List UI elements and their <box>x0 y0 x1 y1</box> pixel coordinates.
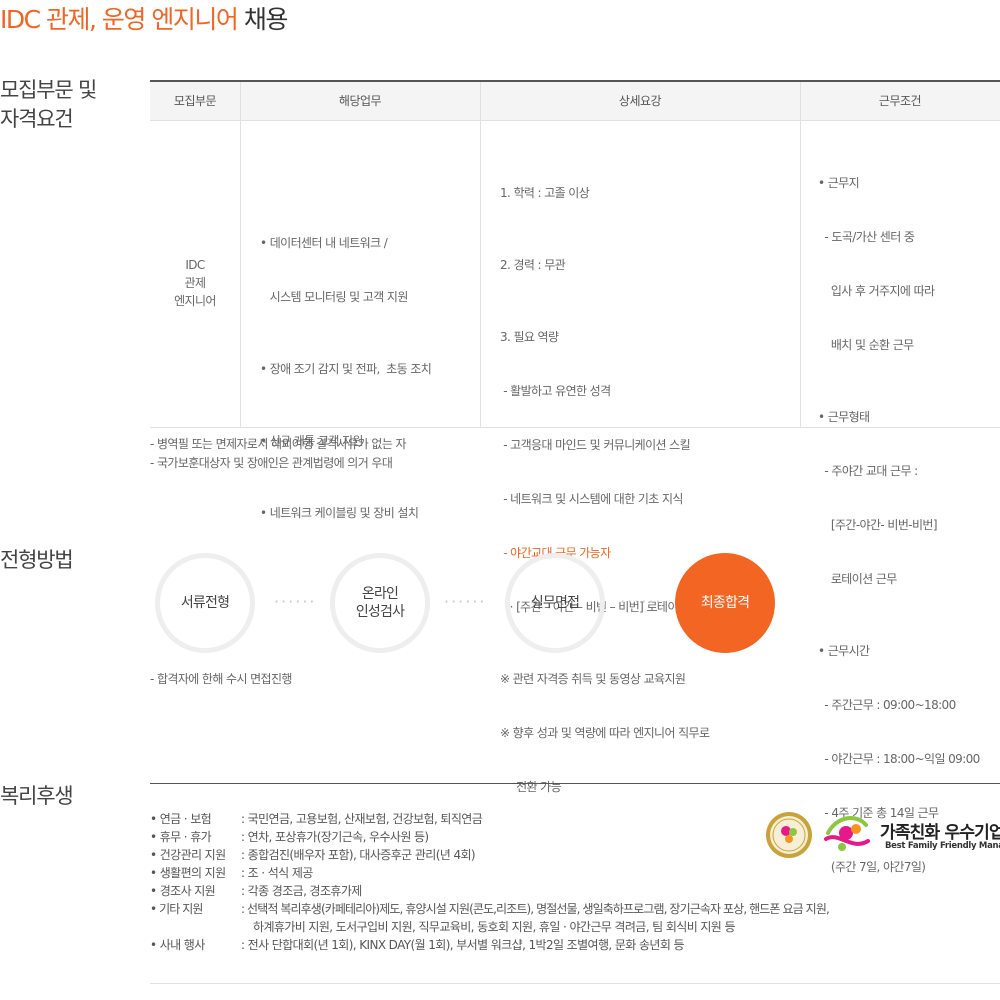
recruit-table: 모집부문 해당업무 상세요강 근무조건 IDC 관제 엔지니어 • 데이터센터 … <box>150 80 1000 874</box>
family-friendly-logo-icon <box>824 816 870 851</box>
table-col-divider <box>240 82 481 427</box>
requirements-note: - 병역필 또는 면제자로서 해외여행 결격사유가 없는 자 <box>150 437 407 451</box>
process-step-interview: 실무면접 <box>505 553 605 653</box>
process-connector: ······ <box>620 592 663 611</box>
page-title: IDC 관제, 운영 엔지니어 채용 <box>0 0 289 36</box>
process-step-documents: 서류전형 <box>155 553 255 653</box>
table-header-duties: 해당업무 <box>338 94 382 108</box>
detail-education: 1. 학력 : 고졸 이상 <box>500 186 590 200</box>
condition-line: - 4주 기준 총 14일 근무 <box>818 806 939 820</box>
division-line: 관제 <box>184 276 206 290</box>
table-col-divider <box>150 82 241 427</box>
welfare-item: • 사내 행사 : 전사 단합대회(년 1회), KINX DAY(월 1회), … <box>150 936 685 954</box>
detail-career: 2. 경력 : 무관 <box>500 258 566 272</box>
page-title-rest: 채용 <box>237 5 289 34</box>
welfare-label: • 경조사 지원 <box>150 884 216 898</box>
process-connector: ······ <box>274 592 317 611</box>
condition-line: - 주간근무 : 09:00~18:00 <box>818 698 956 712</box>
welfare-text: : 국민연금, 고용보험, 산재보험, 건강보험, 퇴직연금 <box>241 812 483 826</box>
badge-subtitle: Best Family Friendly Management <box>885 841 1000 851</box>
welfare-text: : 연차, 포상휴가(장기근속, 우수사원 등) <box>241 830 429 844</box>
details-cell: 1. 학력 : 고졸 이상 2. 경력 : 무관 3. 필요 역량 - 활발하고… <box>500 148 713 832</box>
welfare-label: • 건강관리 지원 <box>150 848 226 862</box>
condition-line: - 도곡/가산 센터 중 <box>818 230 915 244</box>
detail-skill: - 활발하고 유연한 성격 <box>500 384 611 398</box>
requirements-note: - 국가보훈대상자 및 장애인은 관계법령에 의거 우대 <box>150 456 393 470</box>
table-header-conditions: 근무조건 <box>878 94 922 108</box>
welfare-item: • 기타 지원 : 선택적 복리후생(카페테리아)제도, 휴양시설 지원(콘도,리… <box>150 900 830 918</box>
welfare-label: • 생활편의 지원 <box>150 866 226 880</box>
process-note: - 합격자에 한해 수시 면접진행 <box>150 672 292 686</box>
section-title-recruit: 모집부문 및 자격요건 <box>0 78 97 131</box>
condition-line: (주간 7일, 야간7일) <box>818 860 926 874</box>
welfare-text-continued: 하계휴가비 지원, 도서구입비 지원, 직무교육비, 동호회 지원, 휴일 · … <box>253 920 736 934</box>
detail-skill: - 고객응대 마인드 및 커뮤니케이션 스킬 <box>500 438 691 452</box>
condition-line: 입사 후 거주지에 따라 <box>818 284 935 298</box>
certification-seal-icon <box>766 812 812 858</box>
welfare-text: : 종합검진(배우자 포함), 대사증후군 관리(년 4회) <box>241 848 476 862</box>
welfare-top-divider <box>150 783 1000 784</box>
welfare-text: : 선택적 복리후생(카페테리아)제도, 휴양시설 지원(콘도,리조트), 명절… <box>241 902 830 916</box>
welfare-item: • 생활편의 지원 : 조 · 석식 제공 <box>150 864 313 882</box>
process-connector: ······ <box>444 592 487 611</box>
duty-line: • 신규 개통 고객 지원 <box>260 434 363 448</box>
table-header-details: 상세요강 <box>618 94 662 108</box>
condition-line: 로테이션 근무 <box>818 572 897 586</box>
detail-skill: - 네트워크 및 시스템에 대한 기초 지식 <box>500 492 683 506</box>
welfare-label: • 연금 · 보험 <box>150 812 212 826</box>
conditions-cell: • 근무지 - 도곡/가산 센터 중 입사 후 거주지에 따라 배치 및 순환 … <box>818 138 980 912</box>
detail-note: ※ 관련 자격증 취득 및 동영상 교육지원 <box>500 672 686 686</box>
welfare-item: • 연금 · 보험 : 국민연금, 고용보험, 산재보험, 건강보험, 퇴직연금 <box>150 810 483 828</box>
welfare-label: • 사내 행사 <box>150 938 205 952</box>
table-col-divider <box>480 82 801 427</box>
welfare-label: • 휴무 · 휴가 <box>150 830 212 844</box>
welfare-label: • 기타 지원 <box>150 902 203 916</box>
detail-skills-title: 3. 필요 역량 <box>500 330 559 344</box>
condition-line: • 근무형태 <box>818 410 870 424</box>
detail-note: ※ 향후 성과 및 역량에 따라 엔지니어 직무로 <box>500 726 710 740</box>
duty-line: • 데이터센터 내 네트워크 / <box>260 236 388 250</box>
duty-line: 시스템 모니터링 및 고객 지원 <box>260 290 409 304</box>
detail-note: 전환 가능 <box>500 780 562 794</box>
process-step-aptitude: 온라인 인성검사 <box>330 553 430 653</box>
duty-line: • 장애 조기 감지 및 전파, 초동 조치 <box>260 362 432 376</box>
welfare-item: • 휴무 · 휴가 : 연차, 포상휴가(장기근속, 우수사원 등) <box>150 828 429 846</box>
welfare-item: • 건강관리 지원 : 종합검진(배우자 포함), 대사증후군 관리(년 4회) <box>150 846 476 864</box>
division-line: IDC <box>185 258 205 272</box>
welfare-bottom-divider <box>150 983 1000 984</box>
duties-cell: • 데이터센터 내 네트워크 / 시스템 모니터링 및 고객 지원 • 장애 조… <box>260 198 432 558</box>
family-friendly-logo <box>822 811 874 859</box>
badge-title: 가족친화 우수기업 <box>880 823 1000 843</box>
division-line: 엔지니어 <box>174 294 216 308</box>
division-cell: IDC 관제 엔지니어 <box>150 256 240 310</box>
condition-line: 배치 및 순환 근무 <box>818 338 914 352</box>
condition-line: [주간-야간- 비번-비번] <box>818 518 938 532</box>
section-title-welfare: 복리후생 <box>0 784 74 808</box>
process-step-final: 최종합격 <box>675 553 775 653</box>
condition-line: • 근무지 <box>818 176 860 190</box>
condition-line: • 근무시간 <box>818 644 870 658</box>
welfare-text: : 전사 단합대회(년 1회), KINX DAY(월 1회), 부서별 워크샵… <box>241 938 685 952</box>
condition-line: - 야간근무 : 18:00~익일 09:00 <box>818 752 980 766</box>
certification-seal <box>764 810 814 860</box>
condition-line: - 주야간 교대 근무 : <box>818 464 918 478</box>
table-header-division: 모집부문 <box>173 94 217 108</box>
welfare-text: : 각종 경조금, 경조휴가제 <box>241 884 362 898</box>
table-header-row: 모집부문 해당업무 상세요강 근무조건 <box>150 82 1000 121</box>
duty-line: • 네트워크 케이블링 및 장비 설치 <box>260 506 419 520</box>
page-title-highlight: IDC 관제, 운영 엔지니어 <box>0 5 239 34</box>
welfare-item: • 경조사 지원 : 각종 경조금, 경조휴가제 <box>150 882 362 900</box>
welfare-text: : 조 · 석식 제공 <box>241 866 313 880</box>
section-title-process: 전형방법 <box>0 548 74 572</box>
